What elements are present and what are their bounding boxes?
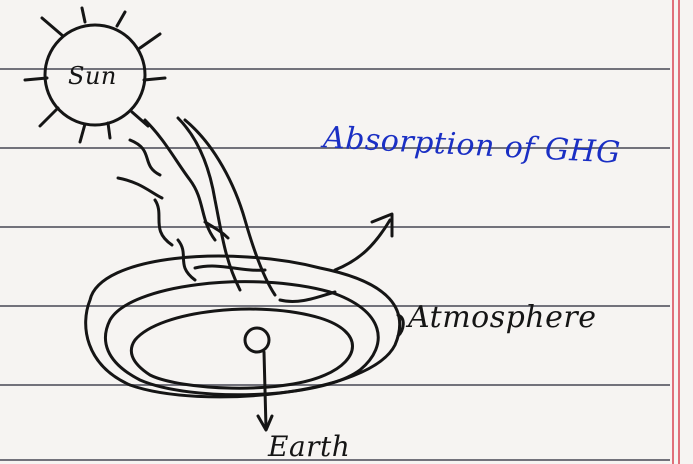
reflection-arrow-icon	[335, 214, 392, 270]
sun-label: Sun	[68, 62, 117, 90]
earth-icon	[245, 328, 272, 430]
earth-label: Earth	[268, 430, 350, 463]
atmosphere-label: Atmosphere	[408, 300, 596, 335]
atmosphere-layers-icon	[86, 256, 400, 397]
